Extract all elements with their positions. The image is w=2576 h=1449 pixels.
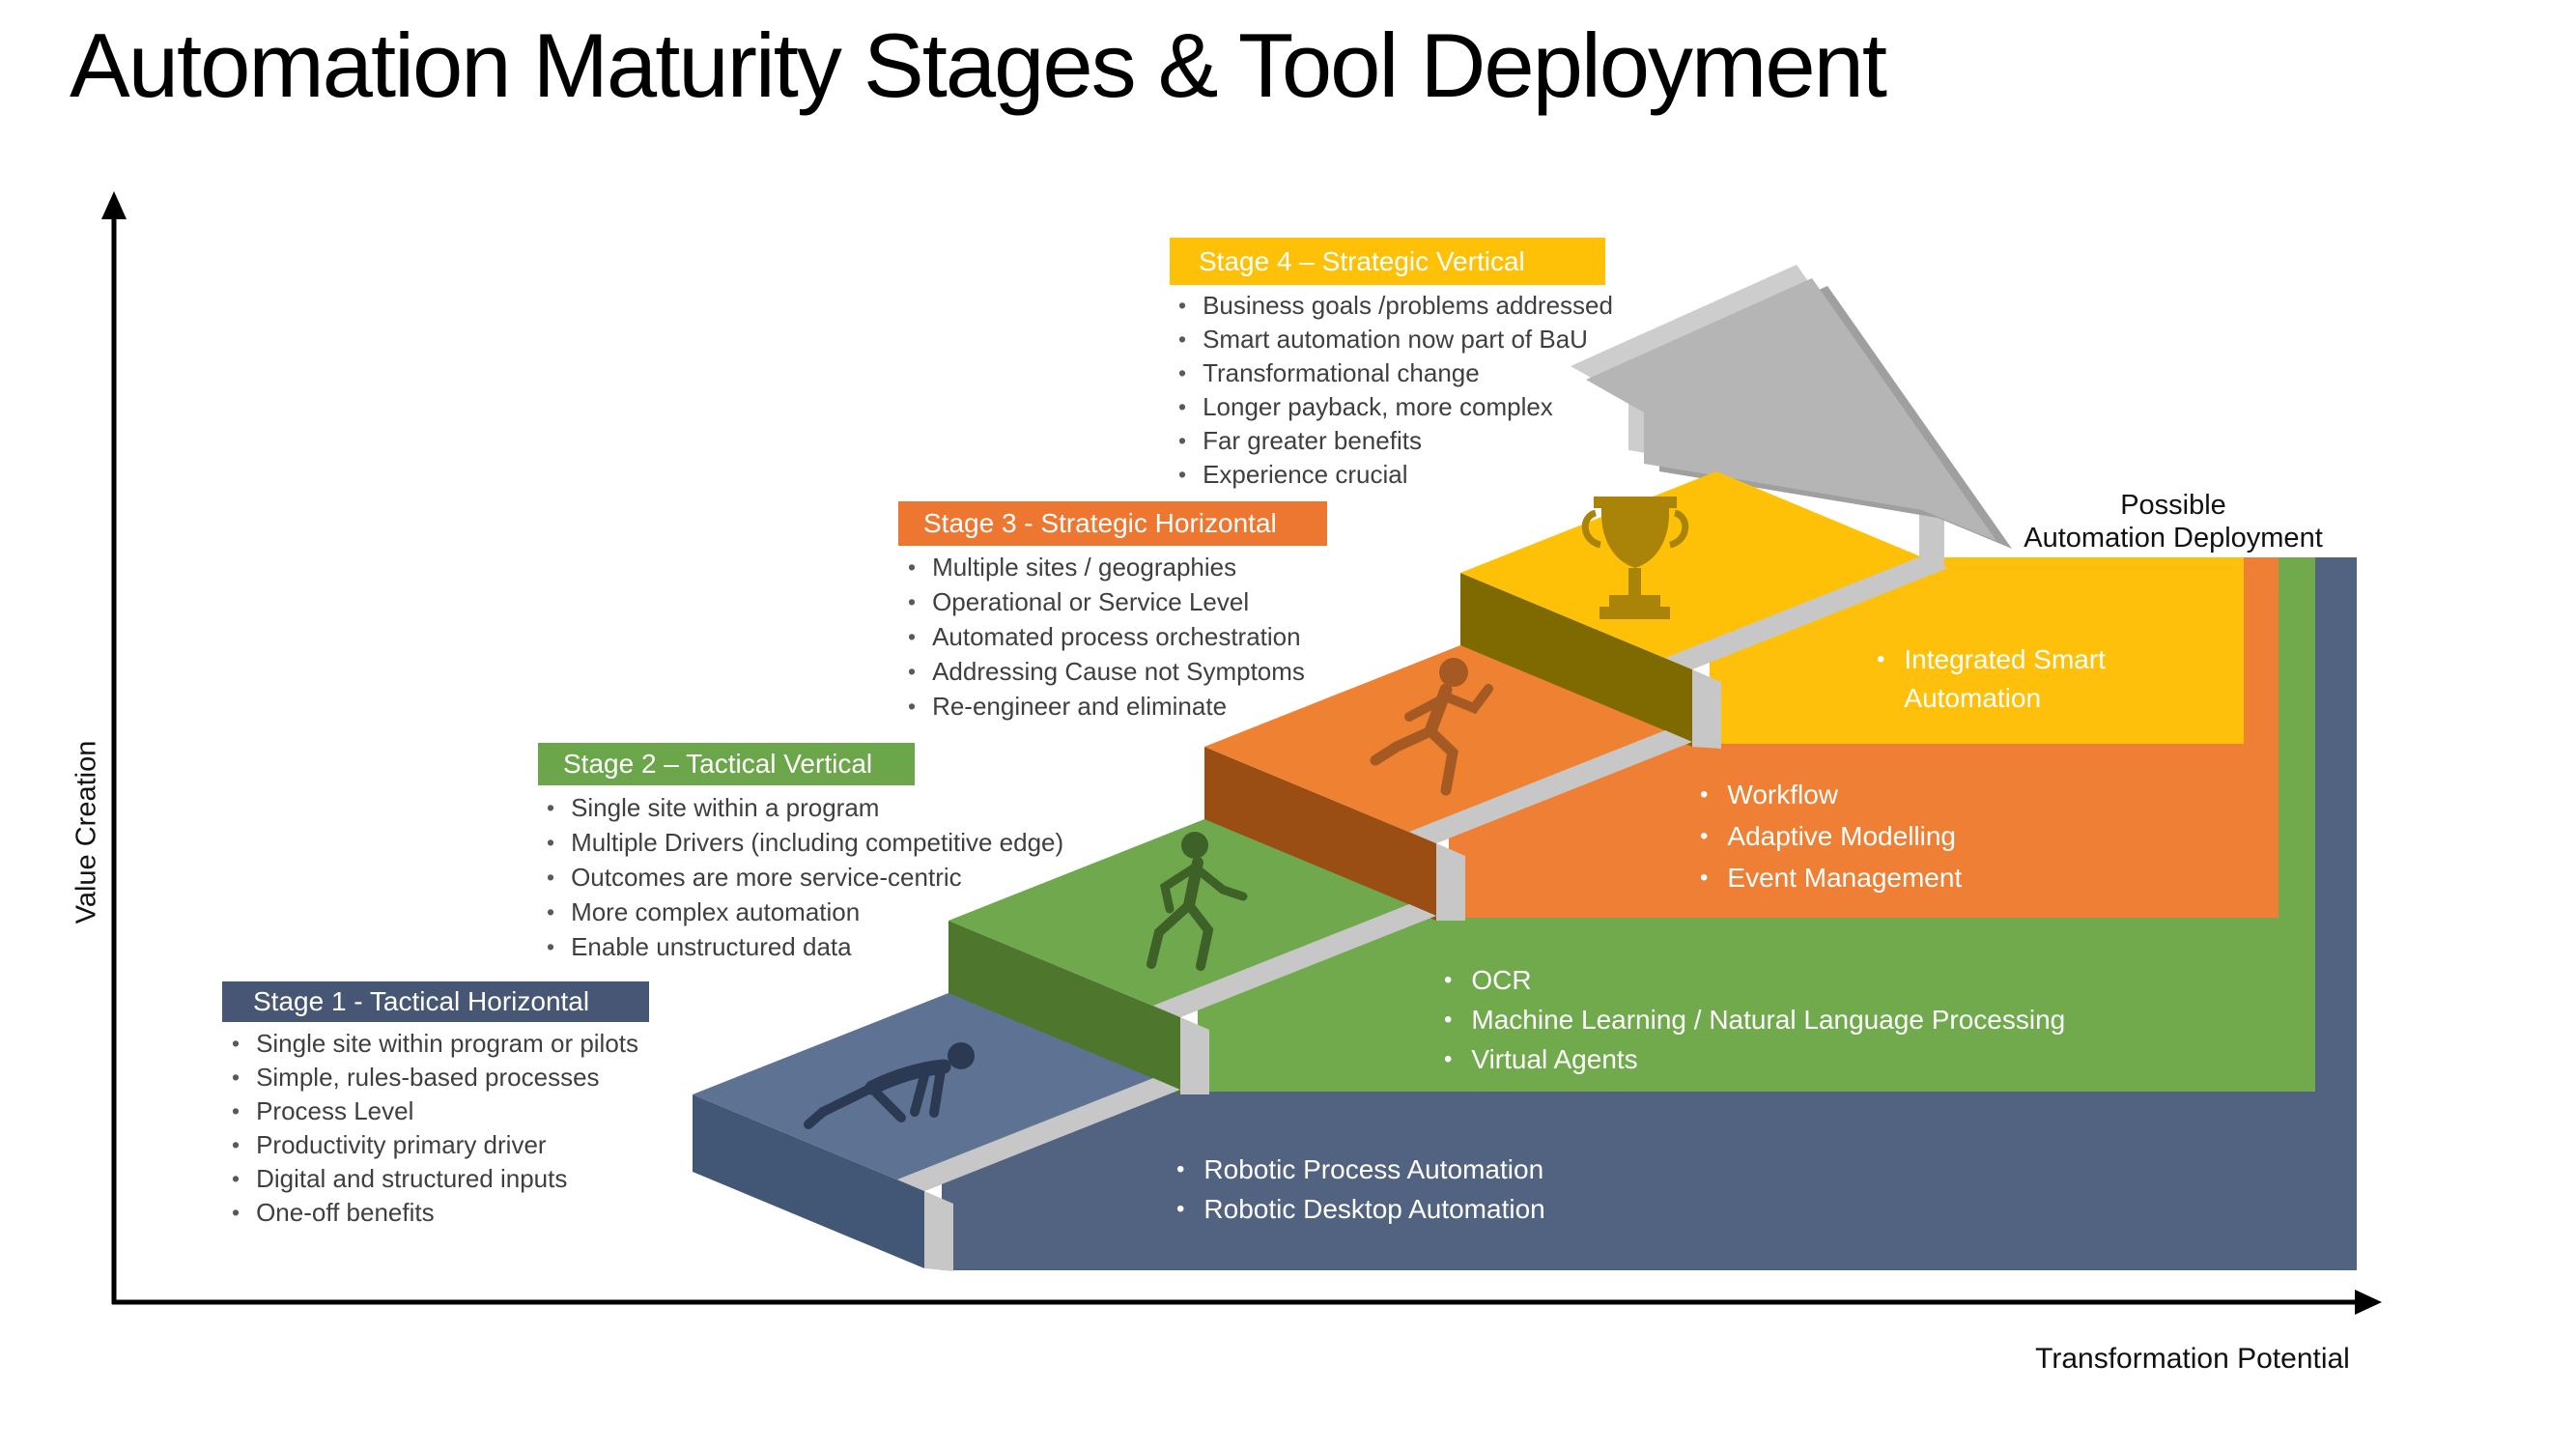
- bullet-icon: •: [908, 589, 917, 614]
- list-item: •Multiple Drivers (including competitive…: [547, 825, 1063, 860]
- stage-2-label: Stage 2 – Tactical Vertical: [563, 749, 873, 779]
- list-item: •Business goals /problems addressed: [1178, 289, 1613, 323]
- bullet-icon: •: [1700, 865, 1709, 891]
- list-item: •Re-engineer and eliminate: [908, 689, 1305, 724]
- bullet-icon: •: [908, 694, 917, 719]
- list-item: •Experience crucial: [1178, 458, 1613, 492]
- bullet-icon: •: [1176, 1156, 1185, 1182]
- bullet-icon: •: [1178, 360, 1187, 385]
- list-item: •Single site within program or pilots: [232, 1027, 638, 1061]
- deployment-heading-line2: Automation Deployment: [2024, 523, 2323, 554]
- trophy-icon: [1581, 497, 1689, 619]
- bullet-icon: •: [1444, 1007, 1453, 1033]
- stage-2-bullets: •Single site within a program •Multiple …: [547, 790, 1063, 964]
- panel-rpa-items: •Robotic Process Automation •Robotic Des…: [1176, 1150, 1545, 1229]
- list-item: •Single site within a program: [547, 790, 1063, 825]
- bullet-icon: •: [232, 1031, 241, 1056]
- bullet-icon: •: [1877, 646, 1885, 672]
- bullet-icon: •: [1178, 462, 1187, 487]
- list-item: •Addressing Cause not Symptoms: [908, 654, 1305, 689]
- bullet-icon: •: [1176, 1196, 1185, 1222]
- bullet-icon: •: [908, 624, 917, 649]
- panel-ml-items: •OCR •Machine Learning / Natural Languag…: [1444, 960, 2065, 1079]
- stage-4-header: Stage 4 – Strategic Vertical: [1170, 238, 1605, 285]
- stage-1-header: Stage 1 - Tactical Horizontal: [222, 981, 649, 1022]
- list-item: •Smart automation now part of BaU: [1178, 323, 1613, 356]
- panel-workflow-arm: [2244, 557, 2279, 744]
- bullet-icon: •: [232, 1098, 241, 1123]
- bullet-icon: •: [1178, 428, 1187, 453]
- list-item: •Transformational change: [1178, 356, 1613, 390]
- stage-4-bullets: •Business goals /problems addressed •Sma…: [1178, 289, 1613, 492]
- list-item: •Robotic Process Automation: [1176, 1150, 1545, 1189]
- list-item: •Workflow: [1700, 774, 1962, 815]
- bullet-icon: •: [547, 899, 555, 924]
- list-item: •Far greater benefits: [1178, 424, 1613, 458]
- list-item: •Machine Learning / Natural Language Pro…: [1444, 1000, 2065, 1039]
- list-item: •OCR: [1444, 960, 2065, 1000]
- list-item: •Automated process orchestration: [908, 619, 1305, 654]
- bullet-icon: •: [1444, 967, 1453, 993]
- stage-3-bullets: •Multiple sites / geographies •Operation…: [908, 550, 1305, 724]
- list-item: •Simple, rules-based processes: [232, 1061, 638, 1094]
- stage-3-header: Stage 3 - Strategic Horizontal: [898, 501, 1327, 546]
- list-item: •Outcomes are more service-centric: [547, 860, 1063, 895]
- stage-4-label: Stage 4 – Strategic Vertical: [1199, 245, 1525, 276]
- bullet-icon: •: [1444, 1046, 1453, 1072]
- bullet-icon: •: [547, 934, 555, 959]
- list-item: •Robotic Desktop Automation: [1176, 1189, 1545, 1229]
- bullet-icon: •: [1178, 293, 1187, 318]
- bullet-icon: •: [547, 830, 555, 855]
- page-title: Automation Maturity Stages & Tool Deploy…: [70, 14, 1887, 116]
- panel-smart-items: •Integrated Smart Automation: [1877, 640, 2150, 718]
- panel-ml-arm: [2279, 557, 2315, 918]
- path-top-strip: [1919, 502, 1944, 565]
- bullet-icon: •: [232, 1065, 241, 1090]
- list-item: •Process Level: [232, 1094, 638, 1128]
- list-item: •Adaptive Modelling: [1700, 815, 1962, 857]
- bullet-icon: •: [908, 554, 917, 580]
- bullet-icon: •: [1700, 781, 1709, 808]
- list-item: •Event Management: [1700, 857, 1962, 898]
- bullet-icon: •: [232, 1200, 241, 1225]
- list-item: •One-off benefits: [232, 1196, 638, 1230]
- list-item: •Digital and structured inputs: [232, 1162, 638, 1196]
- panel-rpa-arm: [2315, 557, 2357, 1092]
- bullet-icon: •: [547, 795, 555, 820]
- list-item: •Operational or Service Level: [908, 584, 1305, 619]
- deployment-heading-line1: Possible: [2120, 490, 2226, 521]
- list-item: •Virtual Agents: [1444, 1039, 2065, 1079]
- stage-2-header: Stage 2 – Tactical Vertical: [538, 743, 915, 785]
- stage-1-label: Stage 1 - Tactical Horizontal: [253, 986, 590, 1016]
- list-item: •More complex automation: [547, 895, 1063, 929]
- x-axis-label: Transformation Potential: [2035, 1343, 2350, 1375]
- y-axis-label: Value Creation: [71, 740, 102, 924]
- bullet-icon: •: [1178, 327, 1187, 352]
- panel-workflow-items: •Workflow •Adaptive Modelling •Event Man…: [1700, 774, 1962, 898]
- bullet-icon: •: [547, 865, 555, 890]
- bullet-icon: •: [232, 1166, 241, 1191]
- panel-rpa-body: [942, 1092, 2357, 1270]
- bullet-icon: •: [1178, 394, 1187, 419]
- bullet-icon: •: [908, 659, 917, 684]
- bullet-icon: •: [232, 1132, 241, 1157]
- bullet-icon: •: [1700, 823, 1709, 849]
- list-item: •Integrated Smart Automation: [1877, 640, 2150, 718]
- list-item: •Enable unstructured data: [547, 929, 1063, 964]
- list-item: •Longer payback, more complex: [1178, 390, 1613, 424]
- stage-3-label: Stage 3 - Strategic Horizontal: [923, 508, 1277, 538]
- list-item: •Multiple sites / geographies: [908, 550, 1305, 584]
- list-item: •Productivity primary driver: [232, 1128, 638, 1162]
- deployment-heading: Possible Automation Deployment: [1980, 489, 2366, 554]
- growth-arrow-icon: [1571, 265, 2012, 549]
- stage-1-bullets: •Single site within program or pilots •S…: [232, 1027, 638, 1230]
